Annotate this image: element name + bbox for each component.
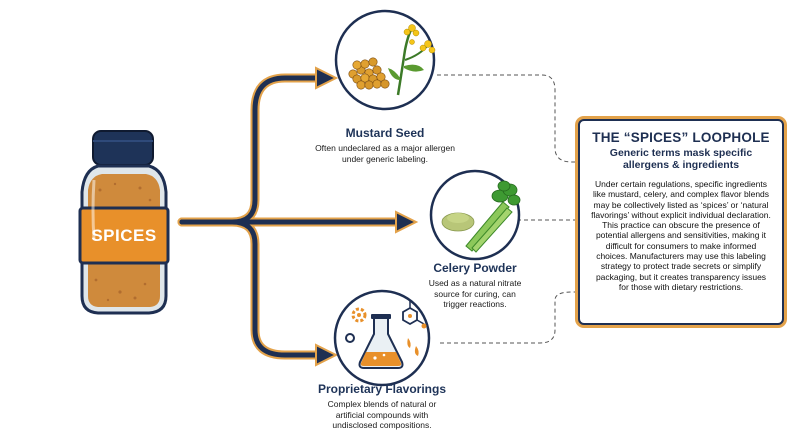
celery-icon [429, 169, 521, 261]
mustard-seed-title: Mustard Seed [345, 126, 425, 140]
loophole-panel: THE “SPICES” LOOPHOLE Generic terms mask… [578, 119, 784, 325]
arrowhead-flavorings [315, 343, 339, 367]
proprietary-flavorings-description: Complex blends of natural or artificial … [327, 399, 437, 430]
arrowhead-celery [395, 210, 419, 234]
celery-powder-description: Used as a natural nitrate source for cur… [428, 278, 522, 309]
spice-jar [78, 130, 170, 315]
arrowhead-mustard [315, 66, 339, 90]
panel-heading: THE “SPICES” LOOPHOLE [592, 130, 770, 145]
jar-label [78, 206, 170, 265]
lab-flask-icon [333, 289, 431, 387]
panel-body: Under certain regulations, specific ingr… [591, 179, 771, 292]
proprietary-flavorings-title: Proprietary Flavorings [317, 382, 447, 396]
flow-arrows [177, 66, 419, 367]
gear-icon [351, 307, 367, 323]
jar-lid [92, 130, 154, 166]
dashed-connectors [437, 74, 578, 344]
jar-label-text: SPICES [91, 226, 157, 245]
mustard-seed-icon [334, 9, 436, 111]
panel-subheading: Generic terms mask specific allergens & … [609, 147, 753, 171]
mustard-seed-description: Often undeclared as a major allergen und… [315, 143, 455, 164]
celery-powder-title: Celery Powder [433, 261, 517, 275]
